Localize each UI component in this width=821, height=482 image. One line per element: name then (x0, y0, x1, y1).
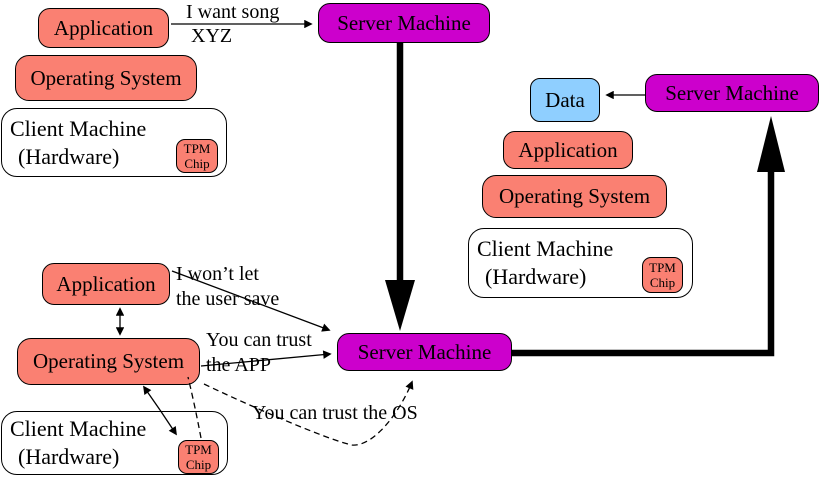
application-box-bottom-left: Application (42, 263, 170, 305)
msg-trust-app-line2: the APP (206, 354, 272, 376)
tpm-chip-right: TPM Chip (642, 257, 683, 293)
operating-system-box-right: Operating System (482, 175, 667, 218)
server-machine-label: Server Machine (337, 10, 471, 35)
tpm-line1: TPM (649, 260, 676, 275)
data-label: Data (545, 87, 585, 112)
operating-system-label: Operating System (32, 349, 185, 373)
client-machine-line1: Client Machine (10, 115, 147, 141)
operating-system-label: Operating System (498, 184, 651, 208)
server-machine-box-center: Server Machine (337, 333, 512, 371)
tpm-chip-top-left: TPM Chip (176, 139, 218, 173)
msg-request-line2: XYZ (191, 25, 233, 47)
msg-request-line1: I want song (186, 1, 280, 23)
client-machine-label: Client Machine (Hardware) (469, 235, 613, 291)
thick-arrow-center-to-right-head (757, 116, 785, 172)
client-machine-line1: Client Machine (477, 236, 614, 261)
data-box: Data (530, 78, 600, 122)
client-machine-label: Client Machine (Hardware) (2, 415, 146, 471)
client-machine-box-top-left: Client Machine (Hardware) TPM Chip (1, 108, 227, 177)
operating-system-box-bottom-left: Operating System (17, 338, 200, 385)
application-box-right: Application (503, 131, 633, 169)
tpm-chip-bottom-left: TPM Chip (178, 440, 219, 474)
client-machine-box-bottom-left: Client Machine (Hardware) TPM Chip (1, 411, 228, 475)
tpm-line2: Chip (185, 457, 212, 472)
application-label: Application (518, 137, 618, 162)
application-label: Application (56, 271, 156, 296)
tpm-line1: TPM (185, 442, 212, 457)
server-machine-label: Server Machine (357, 339, 492, 364)
client-machine-line2: (Hardware) (18, 444, 120, 469)
client-machine-line2: (Hardware) (18, 143, 120, 169)
tpm-line2: Chip (649, 275, 676, 290)
client-machine-label: Client Machine (Hardware) (2, 115, 146, 171)
tpm-line2: Chip (184, 156, 210, 171)
msg-trust-os: You can trust the OS (252, 402, 418, 424)
tpm-line1: TPM (183, 141, 211, 156)
application-box-top-left: Application (38, 8, 169, 48)
server-machine-box-right: Server Machine (645, 74, 819, 112)
client-machine-box-right: Client Machine (Hardware) TPM Chip (468, 228, 693, 298)
msg-trust-app-line1: You can trust (206, 329, 312, 351)
arrow-os-tpm-up (143, 385, 161, 411)
msg-refuse-line1: I won’t let (176, 263, 259, 285)
application-label: Application (53, 15, 154, 40)
client-machine-line1: Client Machine (10, 416, 147, 441)
msg-refuse-line2: the user save (176, 288, 280, 310)
thick-arrow-top-to-center-head (385, 280, 415, 331)
client-machine-line2: (Hardware) (485, 264, 587, 289)
server-machine-label: Server Machine (665, 80, 799, 105)
operating-system-label: Operating System (30, 65, 182, 90)
server-machine-box-top: Server Machine (318, 3, 490, 43)
operating-system-box-top-left: Operating System (15, 55, 197, 101)
